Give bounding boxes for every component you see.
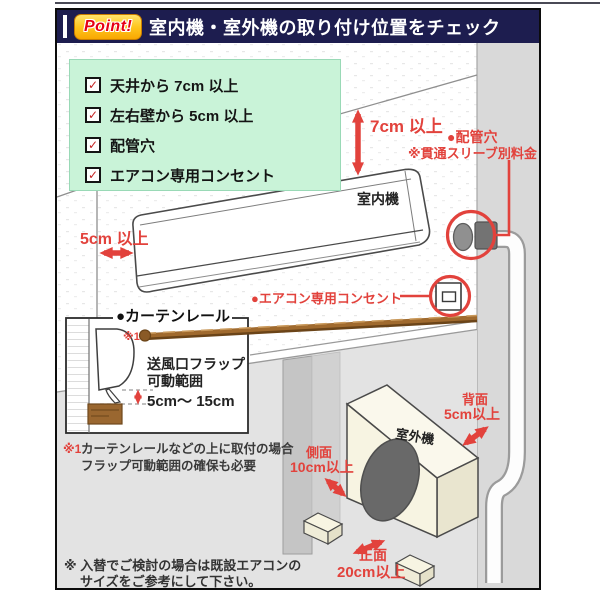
top-rule — [55, 2, 600, 4]
outdoor-unit-label: 室外機 — [395, 426, 436, 447]
outdoor-post — [282, 355, 313, 555]
foot-side — [419, 564, 435, 588]
curtain-note-ref: ※1 — [63, 442, 82, 456]
sideface-label: 側面 — [305, 445, 332, 460]
indoor-unit-outlet-seam — [136, 229, 424, 277]
power-outlet-socket — [441, 291, 457, 303]
footer-note-2: サイズをご参考にして下さい。 — [80, 574, 261, 589]
piping-hole-label: ●配管穴 — [447, 129, 497, 145]
curtain-note-2: フラップ可動範囲の確保も必要 — [81, 458, 257, 473]
indoor-unit-end-seam — [404, 170, 417, 242]
checklist-item-label: 配管穴 — [110, 137, 156, 155]
outlet-highlight-circle — [428, 274, 472, 318]
rail-end-cap — [138, 329, 152, 342]
checkbox-checked-icon: ✓ — [85, 107, 101, 123]
page-title: 室内機・室外機の取り付け位置をチェック — [149, 17, 501, 38]
flap-text-2: 可動範囲 — [147, 373, 203, 389]
rail-highlight — [143, 314, 478, 335]
footer-note-1: ※ 入替でご検討の場合は既設エアコンの — [64, 558, 301, 573]
front-clearance-arrow — [352, 539, 386, 555]
inset-wood-rail — [87, 403, 123, 425]
piping-hole — [452, 222, 474, 252]
flap-text-1: 送風口フラップ — [146, 356, 246, 372]
outdoor-unit — [302, 384, 480, 588]
front-label: 正面 — [359, 547, 387, 563]
inset-ac-flap — [105, 388, 122, 404]
header-accent-bar — [63, 15, 67, 38]
flap-range: 5cm～ 15cm — [147, 393, 235, 410]
outdoor-foot-right — [394, 554, 436, 588]
point-badge: Point! — [74, 14, 143, 40]
checkbox-checked-icon: ✓ — [85, 167, 101, 183]
back-value: 5cm以上 — [444, 406, 500, 422]
curtain-note-1: カーテンレールなどの上に取付の場合 — [81, 441, 294, 456]
outdoor-post-side — [311, 351, 341, 523]
piping-hole-highlight-circle — [445, 209, 497, 261]
header-bar: Point! 室内機・室外機の取り付け位置をチェック — [57, 10, 539, 43]
outdoor-foot-left — [302, 512, 344, 546]
back-clearance-arrow — [462, 426, 489, 446]
foot-side — [327, 522, 343, 546]
inset-label-bg — [113, 307, 232, 324]
indoor-unit — [132, 168, 431, 293]
sideface-clearance-arrow — [324, 477, 347, 498]
indoor-unit-outlet-seam2 — [138, 241, 421, 288]
checklist-items: ✓ 天井から 7cm 以上 ✓ 左右壁から 5cm 以上 ✓ 配管穴 ✓ エアコ… — [85, 70, 340, 190]
checklist-item-label: 天井から 7cm 以上 — [110, 77, 239, 95]
inset-ac-side-view — [95, 328, 135, 391]
rail-body — [143, 315, 478, 338]
side-clearance-label: 5cm 以上 — [80, 230, 148, 248]
inset-wood-grain — [91, 409, 119, 417]
top-clearance-label: 7cm 以上 — [370, 117, 443, 136]
piping-hole-connector — [495, 160, 511, 237]
checklist-item-label: 左右壁から 5cm 以上 — [110, 107, 254, 125]
indoor-unit-top-seam — [139, 178, 412, 226]
checklist-item: ✓ エアコン専用コンセント — [85, 160, 340, 190]
checklist-item: ✓ 左右壁から 5cm 以上 — [85, 100, 340, 130]
piping-hole-note: ※貫通スリーブ別料金 — [408, 146, 538, 161]
curtain-ref-mark: ※1 — [123, 331, 140, 343]
checklist-item: ✓ 天井から 7cm 以上 — [85, 70, 340, 100]
inset-wall-hatch — [67, 319, 89, 432]
indoor-unit-label: 室内機 — [357, 191, 399, 207]
checklist-item: ✓ 配管穴 — [85, 130, 340, 160]
curtain-rail — [138, 314, 478, 342]
sideface-value: 10cm以上 — [290, 459, 354, 475]
checklist-panel: ✓ 天井から 7cm 以上 ✓ 左右壁から 5cm 以上 ✓ 配管穴 ✓ エアコ… — [69, 59, 341, 191]
checklist-item-label: エアコン専用コンセント — [110, 167, 276, 185]
checkbox-checked-icon: ✓ — [85, 77, 101, 93]
outdoor-fan — [360, 438, 420, 522]
checkbox-checked-icon: ✓ — [85, 137, 101, 153]
back-label: 背面 — [462, 392, 488, 407]
outlet-label: ●エアコン専用コンセント — [251, 291, 402, 306]
point-badge-label: Point! — [84, 18, 133, 35]
front-value: 20cm以上 — [337, 564, 405, 581]
indoor-unit-body — [132, 168, 431, 293]
curtain-rail-label: ●カーテンレール — [116, 308, 230, 325]
wall-bottom-edge-upper — [249, 320, 478, 356]
pipe — [487, 232, 524, 583]
